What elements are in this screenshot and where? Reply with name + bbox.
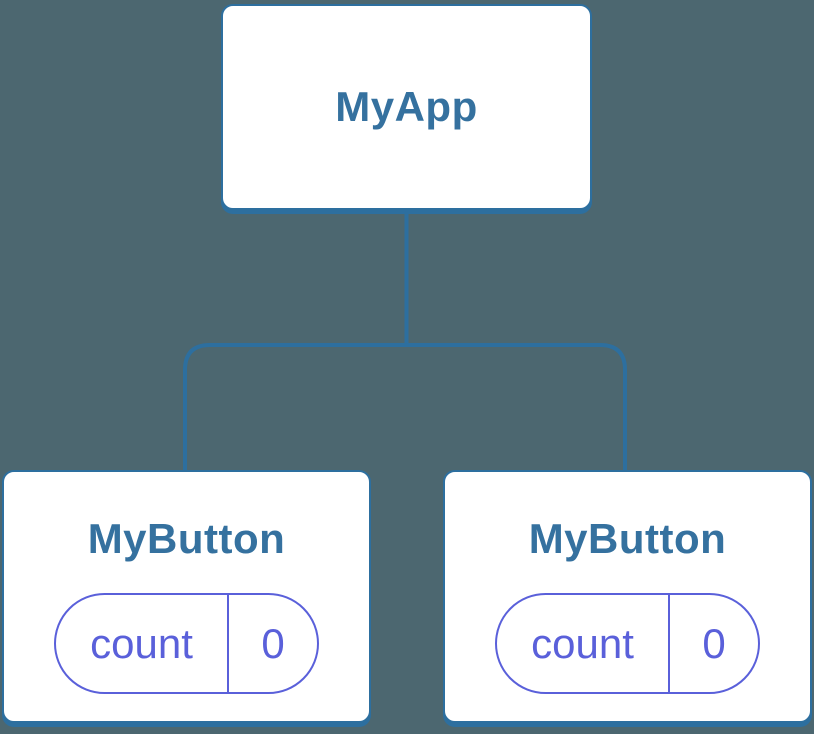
state-pill-left: count 0: [54, 593, 319, 694]
state-value: 0: [227, 595, 317, 692]
node-title-myapp: MyApp: [335, 83, 478, 130]
state-pill-right: count 0: [495, 593, 760, 694]
node-mybutton-right: MyButton count 0: [443, 470, 812, 723]
node-title-mybutton-right: MyButton: [528, 515, 727, 562]
state-key-label: count: [90, 619, 193, 667]
node-title-mybutton-left: MyButton: [87, 515, 286, 562]
state-key-label: count: [531, 619, 634, 667]
node-mybutton-left: MyButton count 0: [2, 470, 371, 723]
connector-branch: [183, 343, 627, 473]
state-value: 0: [668, 595, 758, 692]
node-myapp: MyApp: [221, 4, 592, 210]
